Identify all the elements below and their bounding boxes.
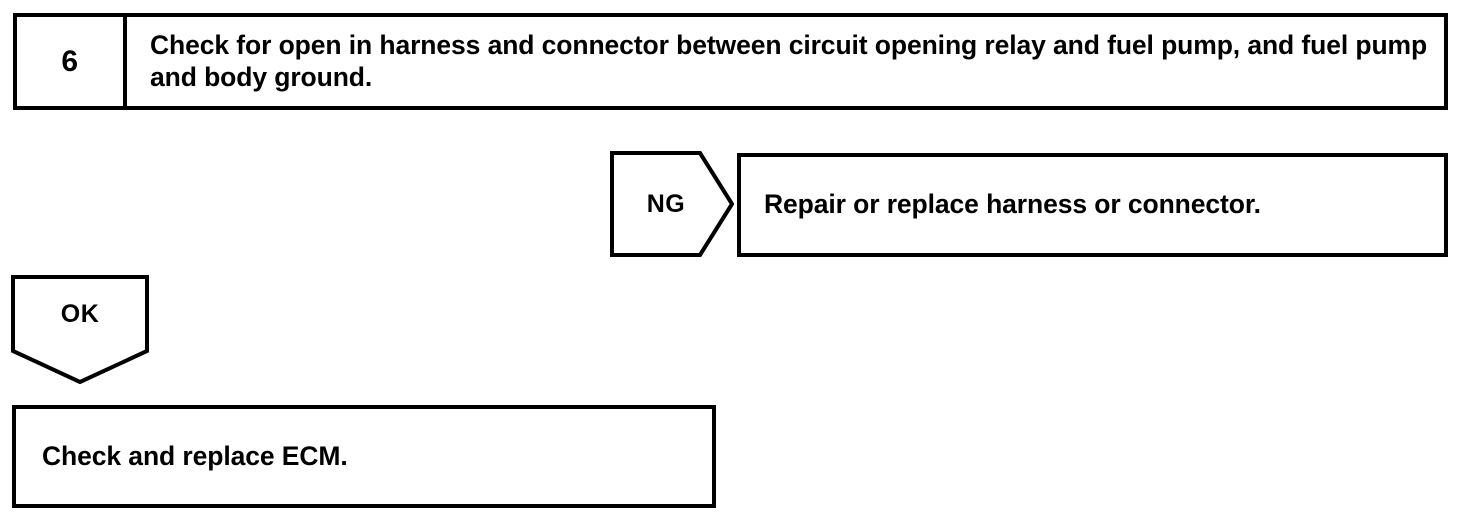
down-arrow-pentagon-icon <box>11 275 149 384</box>
ok-result-text: Check and replace ECM. <box>42 440 348 471</box>
ok-result-box: Check and replace ECM. <box>12 405 716 508</box>
ng-branch-label: NG <box>646 189 686 218</box>
step-instruction-cell: Check for open in harness and connector … <box>127 17 1444 106</box>
step-number: 6 <box>61 44 79 78</box>
step-row: 6 Check for open in harness and connecto… <box>13 13 1448 110</box>
step-number-cell: 6 <box>17 17 127 106</box>
ng-result-text: Repair or replace harness or connector. <box>764 189 1261 220</box>
step-instruction-text: Check for open in harness and connector … <box>150 30 1428 92</box>
ok-branch-label: OK <box>60 299 100 328</box>
right-arrow-pentagon-icon <box>610 151 734 257</box>
ng-result-box: Repair or replace harness or connector. <box>737 153 1448 257</box>
ok-branch-arrow: OK <box>11 275 149 384</box>
ng-branch-arrow: NG <box>610 151 734 257</box>
